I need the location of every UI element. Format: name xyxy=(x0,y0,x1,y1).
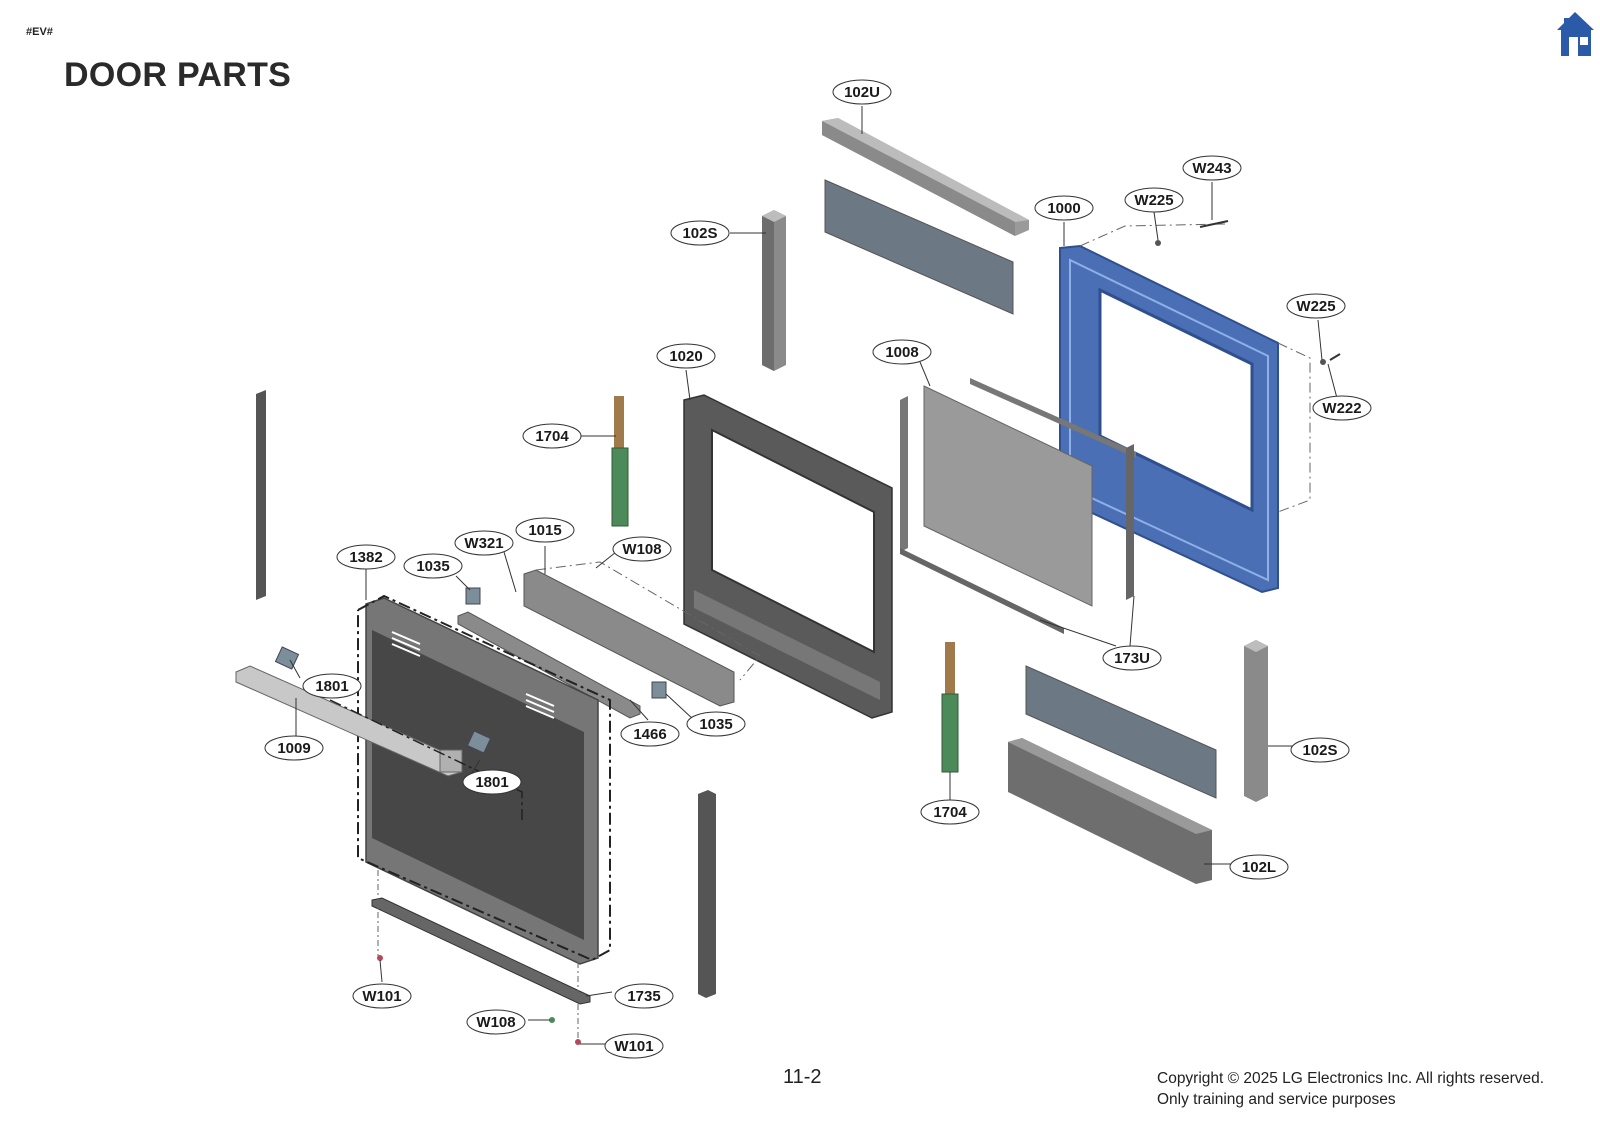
guide-handle xyxy=(329,699,523,820)
screw-w108-bottom xyxy=(549,1017,555,1023)
part-173u-seals xyxy=(900,378,1136,634)
callout-label: 1735 xyxy=(627,988,660,1005)
part-1008-glass-panel xyxy=(923,385,1093,607)
callout-label: W101 xyxy=(614,1038,653,1055)
callout-7: W222 xyxy=(1312,395,1372,421)
washer-w225-right xyxy=(1320,359,1326,365)
callout-17: 1009 xyxy=(264,735,324,761)
callout-label: 1020 xyxy=(669,348,702,365)
callout-9: 1008 xyxy=(872,339,932,365)
callout-label: 1009 xyxy=(277,740,310,757)
callout-label: 102L xyxy=(1242,859,1276,876)
callout-10: 1704 xyxy=(522,423,582,449)
callout-label: 102U xyxy=(844,84,880,101)
document-code: #EV# xyxy=(26,26,53,38)
callout-label: W243 xyxy=(1192,160,1231,177)
callout-label: 1008 xyxy=(885,344,918,361)
callout-11: 1015 xyxy=(515,517,575,543)
callout-label: W222 xyxy=(1322,400,1361,417)
callout-22: 102S xyxy=(1290,737,1350,763)
leader-lines xyxy=(289,106,1339,1045)
callout-3: W225 xyxy=(1124,187,1184,213)
callout-label: 1466 xyxy=(633,726,666,743)
callout-label: 1704 xyxy=(535,428,569,445)
screw-w222 xyxy=(1329,353,1341,361)
part-1735-bottom-rail xyxy=(371,897,591,1005)
screw-w243 xyxy=(1199,220,1229,228)
callout-label: 1015 xyxy=(528,522,561,539)
callout-1: 102U xyxy=(832,79,892,105)
callout-label: W225 xyxy=(1134,192,1173,209)
copyright-line: Copyright © 2025 LG Electronics Inc. All… xyxy=(1157,1070,1545,1087)
callout-18: 1801 xyxy=(462,769,522,795)
guide-outer-door xyxy=(357,594,611,962)
part-1035-clip-right xyxy=(651,681,667,699)
part-lower-glass-strip xyxy=(1025,665,1217,799)
part-1704-hinge-lower xyxy=(941,642,959,773)
callout-label: W321 xyxy=(464,535,503,552)
callout-4: 1000 xyxy=(1034,195,1094,221)
callout-14: 1382 xyxy=(336,544,396,570)
callout-label: W108 xyxy=(622,541,661,558)
washer-w225-top xyxy=(1155,240,1161,246)
callout-27: W108 xyxy=(466,1009,526,1035)
callout-label: 1000 xyxy=(1047,200,1080,217)
part-1000-inner-frame xyxy=(1059,244,1279,594)
page-title: DOOR PARTS xyxy=(64,56,292,94)
guide-bracket xyxy=(535,561,761,681)
part-102u-trim-bar xyxy=(822,118,1029,236)
copyright-notice: Copyright © 2025 LG Electronics Inc. All… xyxy=(1157,1068,1544,1110)
part-1801-badge-left xyxy=(274,646,300,670)
callout-5: 102S xyxy=(670,220,730,246)
part-1020-door-frame xyxy=(683,394,893,719)
callout-label: 1801 xyxy=(315,678,348,695)
callout-25: W101 xyxy=(352,983,412,1009)
part-1035-clip-left xyxy=(465,587,481,605)
callout-label: 102S xyxy=(682,225,717,242)
callout-label: W225 xyxy=(1296,298,1335,315)
callout-19: 1466 xyxy=(620,721,680,747)
part-102s-left-bar xyxy=(762,210,786,371)
callout-label: 1035 xyxy=(699,716,732,733)
screw-w101-right xyxy=(575,1039,581,1045)
callout-label: 102S xyxy=(1302,742,1337,759)
callout-13: W108 xyxy=(612,536,672,562)
callout-26: 1735 xyxy=(614,983,674,1009)
part-1801-badge-center xyxy=(466,730,492,754)
part-1009-handle xyxy=(235,665,463,777)
callout-28: W101 xyxy=(604,1033,664,1059)
callout-23: 1704 xyxy=(920,799,980,825)
home-icon xyxy=(1557,12,1594,56)
usage-note: Only training and service purposes xyxy=(1157,1091,1396,1108)
page-number: 11-2 xyxy=(783,1066,822,1088)
callout-8: 1020 xyxy=(656,343,716,369)
part-1704-hinge-upper xyxy=(611,396,629,527)
callout-20: 1035 xyxy=(686,711,746,737)
callout-24: 102L xyxy=(1229,854,1289,880)
callout-label: W101 xyxy=(362,988,401,1005)
part-1466-bar xyxy=(457,611,641,719)
guide-frame-right xyxy=(1277,342,1311,513)
part-right-vertical-strip xyxy=(698,790,716,998)
callout-label: 1035 xyxy=(416,558,449,575)
part-102l-trim-bar xyxy=(1008,738,1212,884)
callout-21: 173U xyxy=(1102,645,1162,671)
callout-label: 173U xyxy=(1114,650,1150,667)
callout-2: W243 xyxy=(1182,155,1242,181)
callout-15: 1035 xyxy=(403,553,463,579)
callout-6: W225 xyxy=(1286,293,1346,319)
part-left-vertical-strip xyxy=(256,390,266,600)
callout-label: W108 xyxy=(476,1014,515,1031)
callout-12: W321 xyxy=(454,530,514,556)
part-102s-right-bar xyxy=(1244,640,1268,802)
callout-label: 1704 xyxy=(933,804,967,821)
callout-label: 1801 xyxy=(475,774,508,791)
screw-w101-left xyxy=(377,955,383,961)
guide-frame-top xyxy=(1079,223,1226,247)
part-top-glass-strip xyxy=(824,179,1014,315)
callout-label: 1382 xyxy=(349,549,382,566)
home-button[interactable] xyxy=(1555,10,1595,58)
callout-16: 1801 xyxy=(302,673,362,699)
